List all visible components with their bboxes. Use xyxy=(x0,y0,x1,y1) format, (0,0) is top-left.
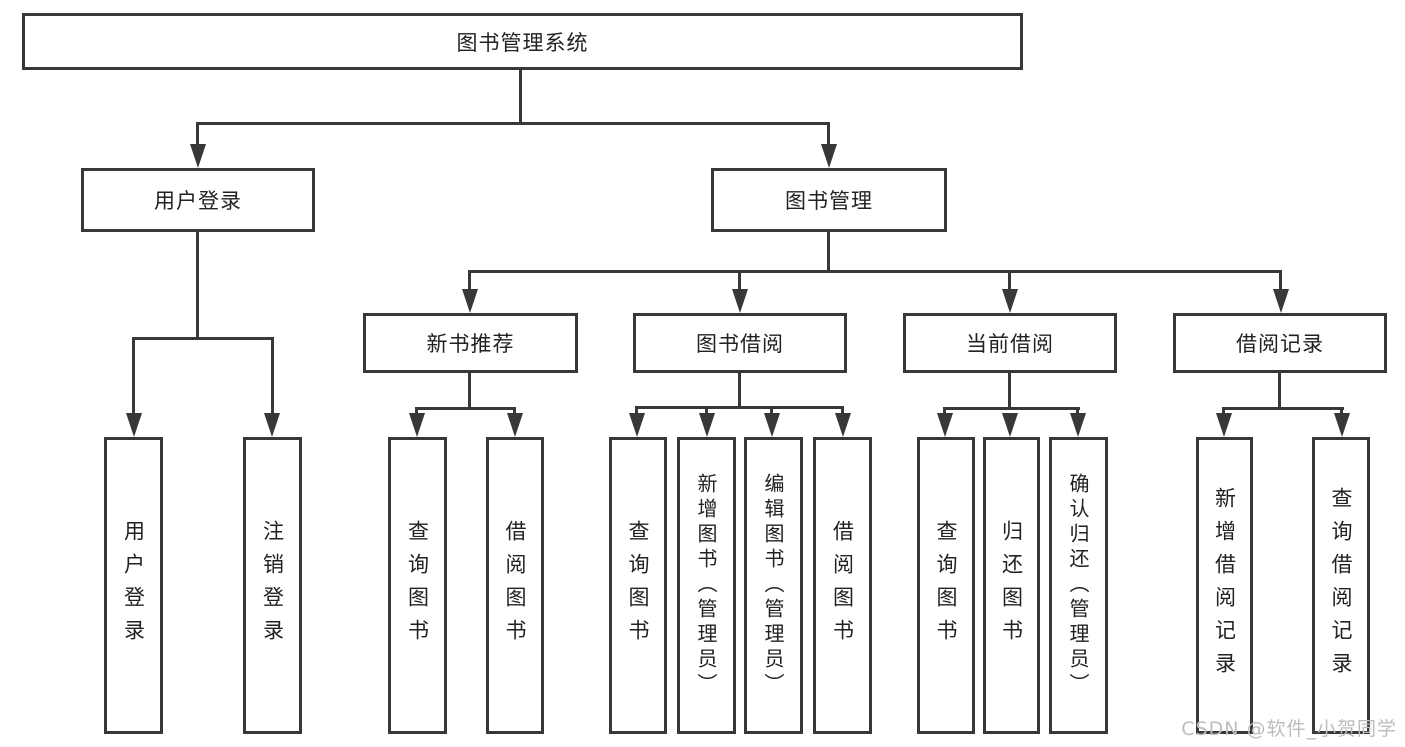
leaf-add-borrow-record: 新增借阅记录 xyxy=(1196,437,1253,734)
leaf-query-books-borrowing: 查询图书 xyxy=(609,437,667,734)
arrow-down-icon xyxy=(507,413,523,437)
connector-line xyxy=(635,406,844,409)
connector-line xyxy=(1222,407,1225,416)
leaf-add-books-admin: 新增图书（管理员） xyxy=(677,437,736,734)
node-label: 查询图书 xyxy=(626,519,650,652)
connector-line xyxy=(196,232,199,339)
connector-line xyxy=(827,232,830,272)
connector-line xyxy=(770,406,773,416)
connector-line xyxy=(468,270,1282,273)
arrow-down-icon xyxy=(1002,289,1018,313)
node-current-borrowing: 当前借阅 xyxy=(903,313,1117,373)
arrow-down-icon xyxy=(629,413,645,437)
arrow-down-icon xyxy=(835,413,851,437)
arrow-down-icon xyxy=(1002,413,1018,437)
node-label: 借阅记录 xyxy=(1236,332,1324,356)
node-label: 当前借阅 xyxy=(966,332,1054,356)
leaf-query-books-recommend: 查询图书 xyxy=(388,437,447,734)
connector-line xyxy=(196,122,830,125)
arrow-down-icon xyxy=(821,144,837,168)
leaf-return-books: 归还图书 xyxy=(983,437,1040,734)
arrow-down-icon xyxy=(764,413,780,437)
node-book-management: 图书管理 xyxy=(711,168,947,232)
connector-line xyxy=(1340,407,1343,416)
arrow-down-icon xyxy=(462,289,478,313)
leaf-borrow-books-recommend: 借阅图书 xyxy=(486,437,544,734)
connector-line xyxy=(132,337,274,340)
node-label: 注销登录 xyxy=(260,519,285,652)
connector-line xyxy=(1222,407,1344,410)
connector-line xyxy=(415,407,418,416)
connector-line xyxy=(196,122,199,148)
node-label: 图书管理 xyxy=(785,189,873,213)
node-library-management-system: 图书管理系统 xyxy=(22,13,1023,70)
node-label: 查询借阅记录 xyxy=(1329,486,1353,685)
arrow-down-icon xyxy=(699,413,715,437)
node-book-borrowing: 图书借阅 xyxy=(633,313,847,373)
node-label: 图书借阅 xyxy=(696,332,784,356)
connector-line xyxy=(1279,270,1282,292)
arrow-down-icon xyxy=(732,289,748,313)
node-label: 借阅图书 xyxy=(830,519,855,652)
arrow-down-icon xyxy=(264,413,280,437)
node-label: 编辑图书（管理员） xyxy=(761,473,785,698)
connector-line xyxy=(513,407,516,416)
connector-line xyxy=(827,122,830,148)
node-label: 新增图书（管理员） xyxy=(694,473,718,698)
connector-line xyxy=(1008,373,1011,409)
connector-line xyxy=(738,270,741,292)
connector-line xyxy=(271,337,274,415)
connector-line xyxy=(1076,407,1079,416)
leaf-query-books-current: 查询图书 xyxy=(917,437,975,734)
node-user-login: 用户登录 xyxy=(81,168,315,232)
connector-line xyxy=(738,373,741,408)
leaf-borrow-books: 借阅图书 xyxy=(813,437,872,734)
node-label: 借阅图书 xyxy=(503,519,527,652)
arrow-down-icon xyxy=(937,413,953,437)
connector-line xyxy=(132,337,135,415)
node-label: 查询图书 xyxy=(934,519,958,652)
node-label: 新书推荐 xyxy=(426,332,515,356)
arrow-down-icon xyxy=(190,144,206,168)
leaf-logout: 注销登录 xyxy=(243,437,302,734)
connector-line xyxy=(705,406,708,416)
node-label: 图书管理系统 xyxy=(456,30,589,55)
leaf-user-login: 用户登录 xyxy=(104,437,163,734)
leaf-query-borrow-record: 查询借阅记录 xyxy=(1312,437,1370,734)
node-label: 用户登录 xyxy=(121,519,146,652)
node-new-book-recommendation: 新书推荐 xyxy=(363,313,578,373)
arrow-down-icon xyxy=(1070,413,1086,437)
arrow-down-icon xyxy=(1273,289,1289,313)
arrow-down-icon xyxy=(1216,413,1232,437)
connector-line xyxy=(943,407,1080,410)
node-label: 归还图书 xyxy=(999,519,1024,652)
node-label: 新增借阅记录 xyxy=(1212,486,1237,685)
arrow-down-icon xyxy=(1334,413,1350,437)
connector-line xyxy=(468,373,471,409)
node-label: 用户登录 xyxy=(154,189,242,213)
arrow-down-icon xyxy=(126,413,142,437)
connector-line xyxy=(943,407,946,416)
connector-line xyxy=(635,406,638,416)
connector-line xyxy=(1278,373,1281,409)
connector-line xyxy=(415,407,516,410)
connector-line xyxy=(468,270,471,292)
connector-line xyxy=(1008,270,1011,292)
node-label: 查询图书 xyxy=(405,519,430,652)
connector-line xyxy=(519,70,522,124)
arrow-down-icon xyxy=(409,413,425,437)
connector-line xyxy=(841,406,844,416)
node-label: 确认归还（管理员） xyxy=(1066,473,1090,698)
leaf-edit-books-admin: 编辑图书（管理员） xyxy=(744,437,803,734)
leaf-confirm-return-admin: 确认归还（管理员） xyxy=(1049,437,1108,734)
csdn-watermark: CSDN @软件_小贺同学 xyxy=(1181,718,1397,740)
node-borrowing-records: 借阅记录 xyxy=(1173,313,1387,373)
